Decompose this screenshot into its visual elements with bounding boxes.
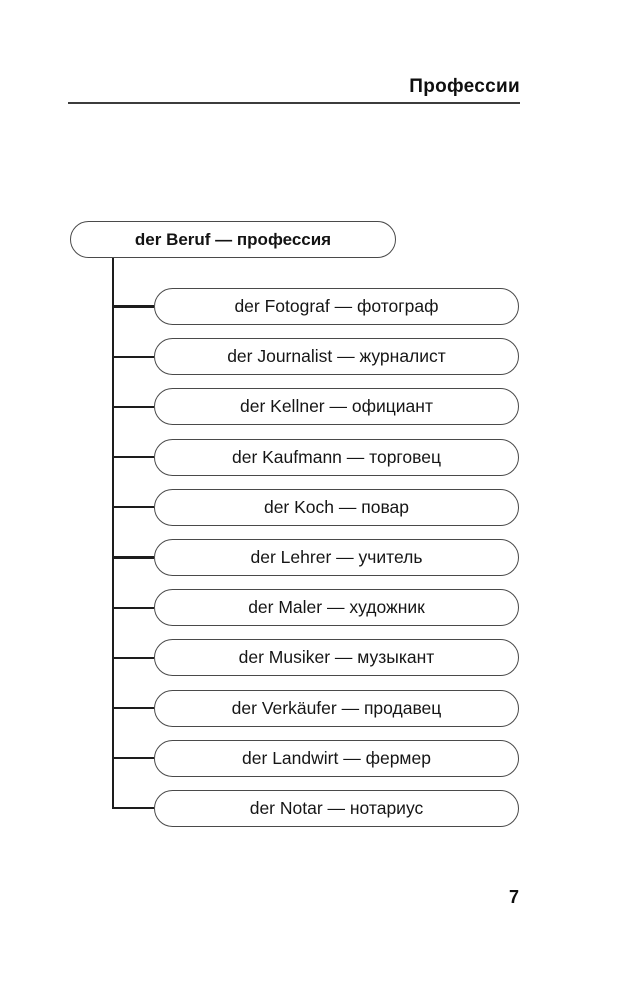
tree-node: der Koch — повар [154,488,519,526]
tree-node: der Lehrer — учитель [154,538,519,576]
tree-node: der Landwirt — фермер [154,739,519,777]
chapter-header: Профессии [409,76,520,97]
connector-line [113,455,154,459]
tree-row: der Notar — нотариус [113,789,519,827]
connector-line [113,606,154,609]
tree-row: der Musiker — музыкант [113,639,519,677]
header-rule [68,102,520,104]
connector-line [113,757,154,760]
connector-line [113,807,154,810]
page-number: 7 [508,887,519,907]
tree-trunk-line [112,258,115,809]
tree-node: der Kaufmann — торговец [154,438,519,476]
tree-rows: der Fotograf — фотограф der Journalist —… [113,288,519,827]
tree-row: der Landwirt — фермер [113,739,519,777]
connector-line [113,556,154,559]
tree-row: der Lehrer — учитель [113,538,519,576]
connector-line [113,706,154,710]
tree-root-node: der Beruf — профессия [70,221,396,258]
connector-line [113,506,154,509]
tree-node: der Kellner — официант [154,388,519,426]
connector-line [113,405,154,408]
tree-node: der Fotograf — фотограф [154,288,519,325]
tree-row: der Kaufmann — торговец [113,438,519,476]
tree-row: der Maler — художник [113,589,519,627]
tree-row: der Journalist — журналист [113,338,519,376]
connector-line [113,355,154,358]
connector-line [113,305,154,308]
tree-node: der Verkäufer — продавец [154,689,519,727]
tree-row: der Koch — повар [113,488,519,526]
tree-node: der Notar — нотариус [154,789,519,827]
tree-node: der Journalist — журналист [154,338,519,376]
tree-row: der Fotograf — фотограф [113,288,519,325]
tree-row: der Kellner — официант [113,388,519,426]
tree-node: der Musiker — музыкант [154,639,519,677]
connector-line [113,656,154,659]
tree-node: der Maler — художник [154,589,519,627]
tree-row: der Verkäufer — продавец [113,689,519,727]
